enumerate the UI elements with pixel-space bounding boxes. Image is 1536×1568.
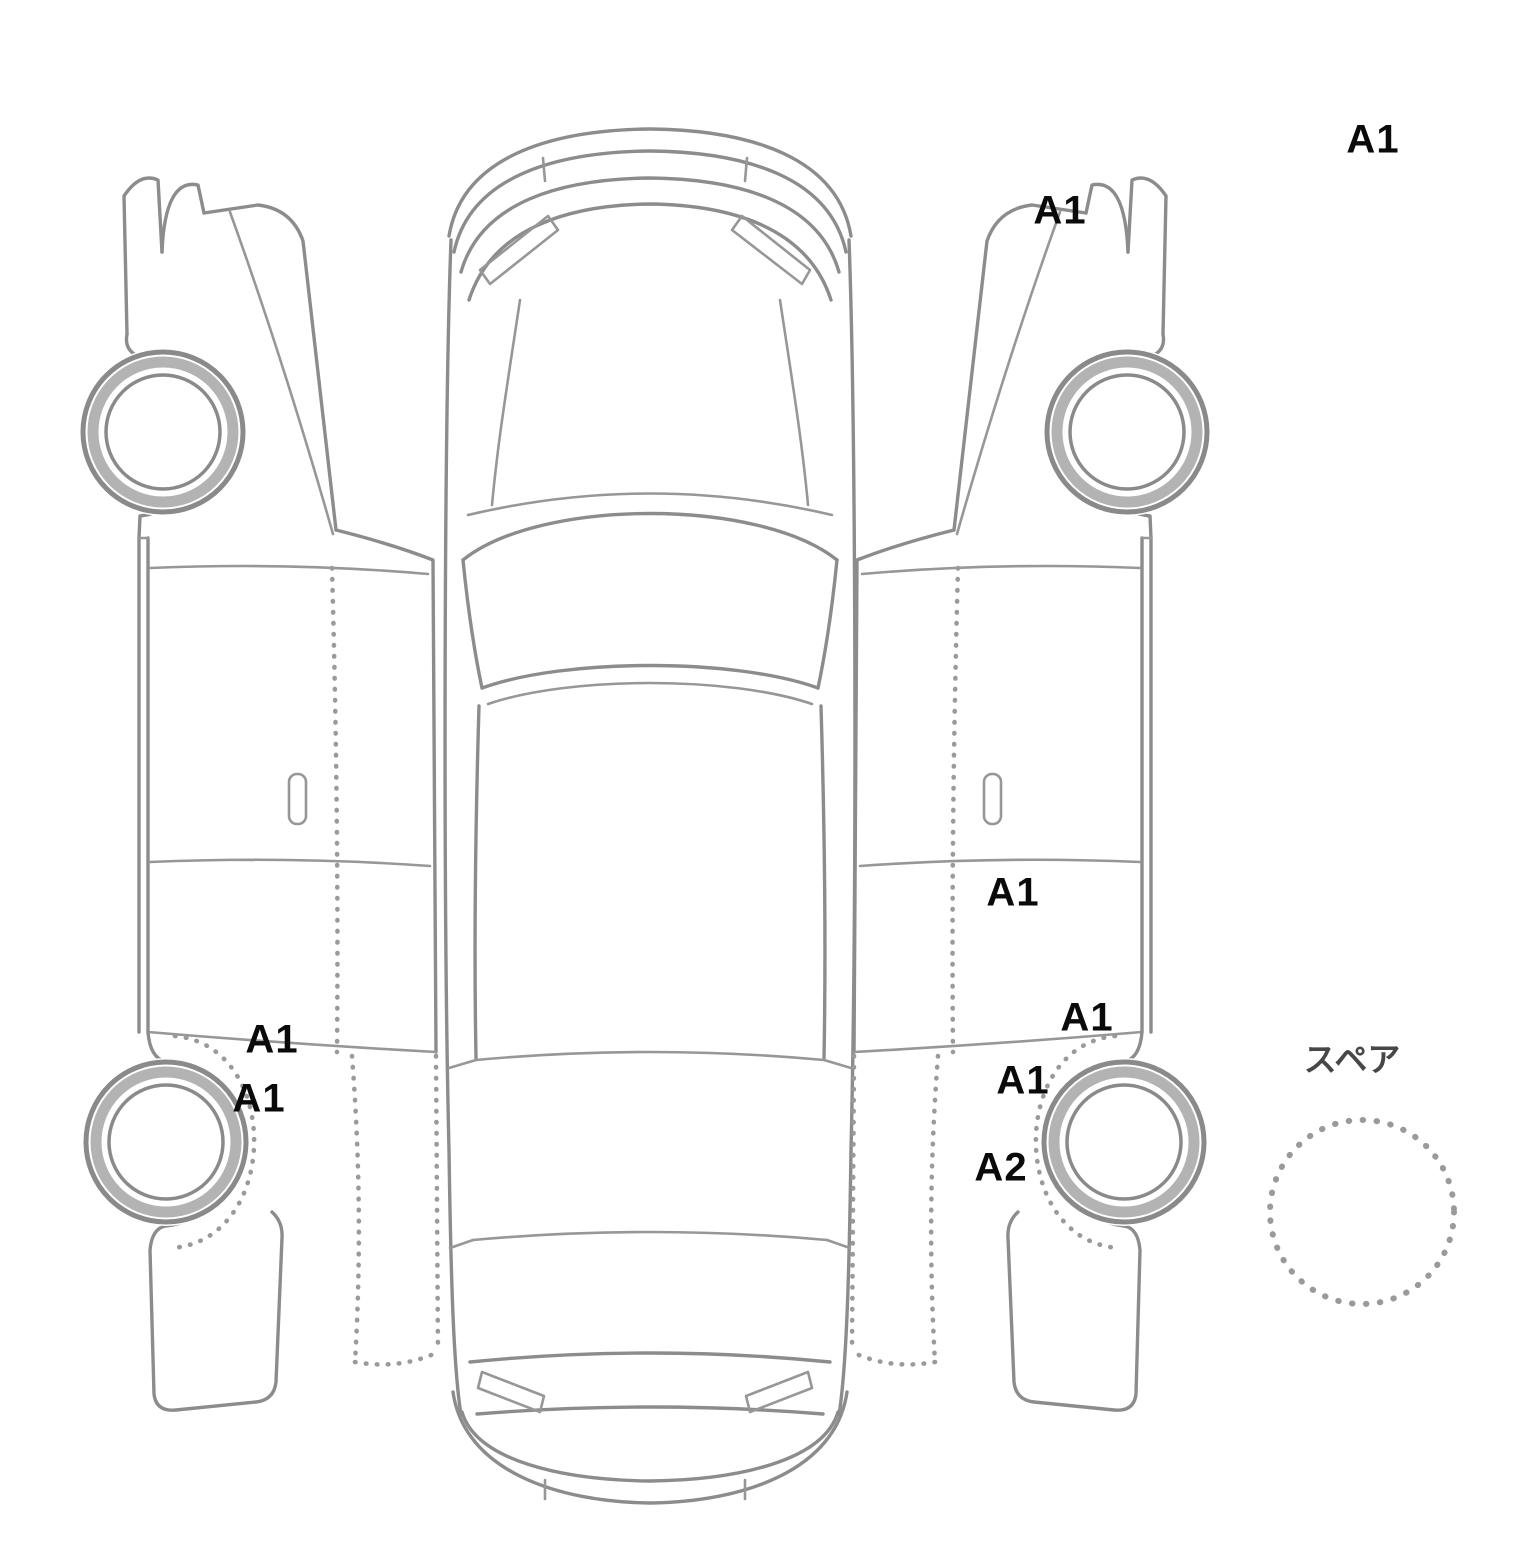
wheel-rear-left: [82, 1058, 250, 1226]
door-handle: [982, 772, 1003, 826]
damage-marker: A1: [232, 1076, 286, 1121]
wheel-rear-right: [1040, 1058, 1208, 1226]
headlight-left: [478, 214, 560, 286]
damage-marker: A1: [986, 870, 1040, 915]
spare-tire-circle: [1267, 1117, 1457, 1307]
wheel-front-right: [1043, 348, 1211, 516]
damage-marker: A1: [996, 1058, 1050, 1103]
door-handle: [287, 772, 308, 826]
top-view-body: [443, 127, 857, 1505]
taillight-right: [744, 1370, 814, 1414]
headlight-right: [730, 214, 812, 286]
damage-marker: A1: [1060, 995, 1114, 1040]
damage-marker: A1: [245, 1017, 299, 1062]
taillight-left: [476, 1370, 546, 1414]
windshield: [461, 511, 839, 706]
left-side-view: [122, 176, 441, 1412]
wheel-front-left: [79, 348, 247, 516]
damage-marker: A1: [1033, 188, 1087, 233]
rear-window: [468, 1351, 832, 1416]
spare-tire-label: スペア: [1303, 1041, 1401, 1078]
damage-marker: A1: [1346, 117, 1400, 162]
damage-marker: A2: [974, 1145, 1028, 1190]
